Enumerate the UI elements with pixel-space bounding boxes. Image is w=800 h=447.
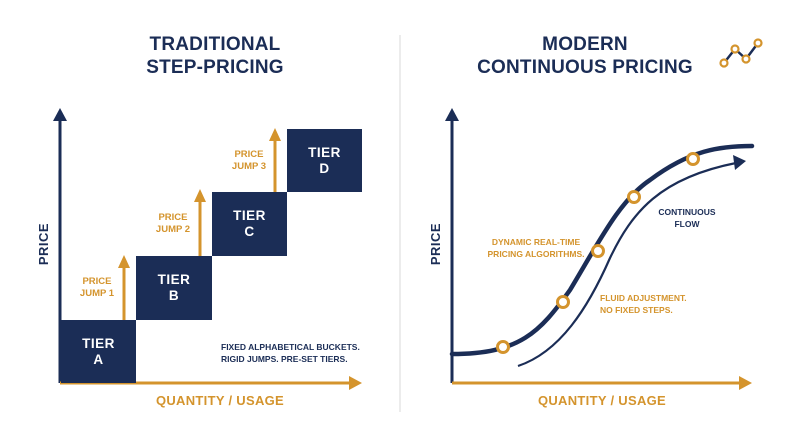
tier-d-line1: TIER: [308, 144, 341, 160]
right-x-axis-label: QUANTITY / USAGE: [537, 393, 667, 408]
tier-a-line2: A: [93, 351, 104, 367]
continuous-flow-arrow: [517, 161, 737, 368]
continuous-flow-arrowhead: [733, 155, 746, 170]
tier-c-line2: C: [244, 224, 255, 239]
right-y-axis-arrowhead: [445, 108, 459, 121]
curve-node: [591, 244, 605, 258]
left-x-axis-label: QUANTITY / USAGE: [155, 393, 285, 408]
continuous-flow-line2: FLOW: [674, 219, 700, 229]
right-title-line2: CONTINUOUS PRICING: [477, 57, 693, 78]
left-title-line1: TRADITIONAL: [149, 34, 281, 55]
continuous-price-curve: [449, 143, 755, 357]
dynamic-pricing-label: DYNAMIC REAL-TIME PRICING ALGORITHMS.: [478, 236, 594, 260]
tier-d-block: TIER D: [287, 129, 362, 192]
price-jump-1-label: PRICE JUMP 1: [72, 276, 122, 300]
dynamic-pricing-line2: PRICING ALGORITHMS.: [487, 249, 585, 259]
tier-c-block: TIER C: [212, 192, 287, 256]
left-panel-title: TRADITIONAL STEP-PRICING: [90, 33, 340, 79]
right-panel-title: MODERN CONTINUOUS PRICING: [460, 33, 710, 79]
price-jump-3-line2: JUMP 3: [231, 161, 267, 172]
price-jump-arrow-1: [118, 255, 130, 330]
price-jump-arrow-3: [269, 128, 281, 192]
trend-line-icon: [719, 38, 763, 68]
tier-a-line1: TIER: [82, 335, 115, 351]
fluid-adjustment-line1: FLUID ADJUSTMENT.: [600, 293, 687, 303]
tier-a-block: TIER A: [61, 320, 136, 383]
right-y-axis-label: PRICE: [428, 222, 443, 266]
left-y-axis-label: PRICE: [36, 222, 51, 266]
left-x-axis-arrowhead: [349, 376, 362, 390]
curve-node: [686, 152, 700, 166]
tier-b-block: TIER B: [136, 256, 212, 320]
price-jump-arrow-2: [194, 189, 206, 256]
dynamic-pricing-line1: DYNAMIC REAL-TIME: [491, 237, 581, 247]
left-y-axis-arrowhead: [53, 108, 67, 121]
step-pricing-note-line1: FIXED ALPHABETICAL BUCKETS.: [221, 342, 360, 352]
left-title-line2: STEP-PRICING: [146, 57, 284, 78]
price-jump-1-line2: JUMP 1: [79, 288, 115, 299]
curve-node: [556, 295, 570, 309]
tier-c-line1: TIER: [233, 208, 266, 223]
curve-node: [627, 190, 641, 204]
price-jump-3-line1: PRICE: [234, 149, 264, 160]
continuous-flow-label: CONTINUOUS FLOW: [652, 206, 722, 230]
step-pricing-note-line2: RIGID JUMPS. PRE-SET TIERS.: [221, 354, 348, 364]
step-pricing-note: FIXED ALPHABETICAL BUCKETS. RIGID JUMPS.…: [221, 341, 381, 365]
price-jump-2-line2: JUMP 2: [155, 224, 191, 235]
right-x-axis-arrowhead: [739, 376, 752, 390]
price-jump-3-label: PRICE JUMP 3: [224, 149, 274, 173]
right-title-line1: MODERN: [542, 34, 628, 55]
continuous-flow-line1: CONTINUOUS: [658, 207, 716, 217]
tier-b-line1: TIER: [157, 272, 191, 287]
fluid-adjustment-line2: NO FIXED STEPS.: [600, 305, 673, 315]
price-jump-1-line1: PRICE: [82, 276, 112, 287]
tier-b-line2: B: [168, 288, 180, 303]
curve-node: [496, 340, 510, 354]
tier-d-line2: D: [319, 160, 330, 176]
price-jump-2-label: PRICE JUMP 2: [148, 212, 198, 236]
fluid-adjustment-label: FLUID ADJUSTMENT. NO FIXED STEPS.: [600, 292, 710, 316]
price-jump-2-line1: PRICE: [158, 212, 188, 223]
